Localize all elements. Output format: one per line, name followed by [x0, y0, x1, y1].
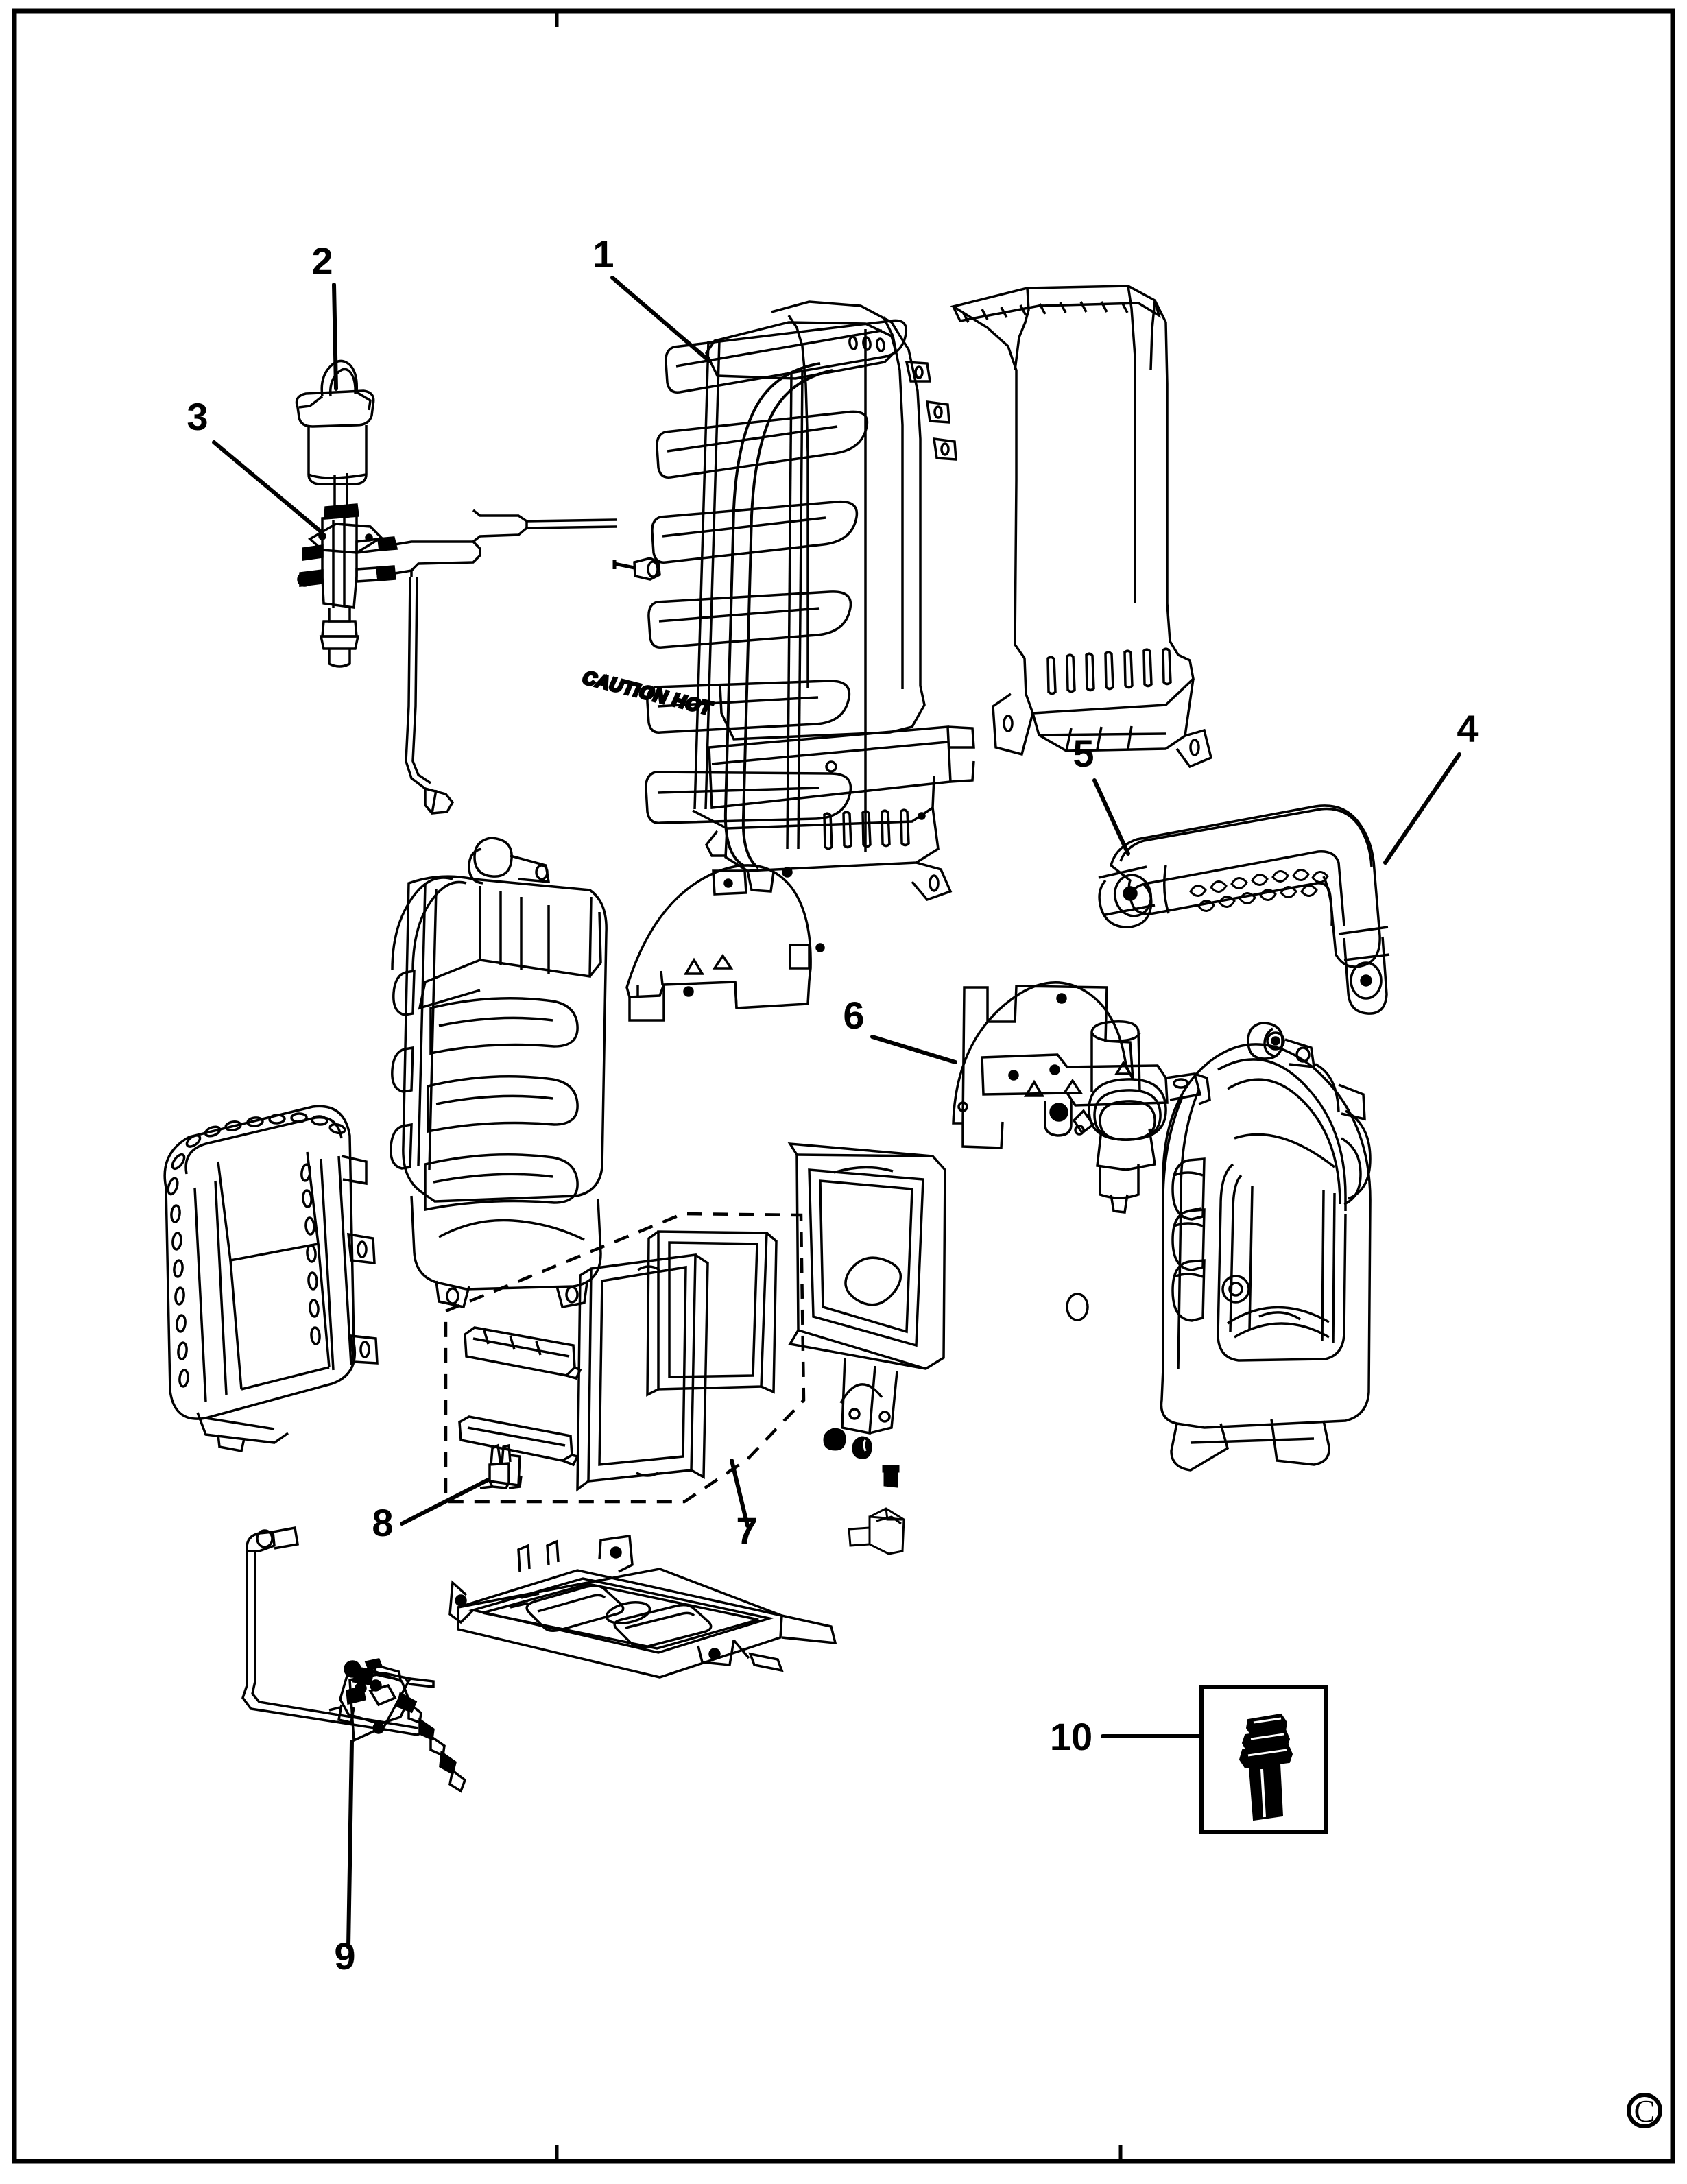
leader-5 — [1092, 778, 1130, 856]
fastener-detail-box — [1199, 1685, 1328, 1834]
leader-6 — [870, 1035, 957, 1064]
leader-1 — [610, 276, 712, 363]
callout-number-8: 8 — [372, 1501, 393, 1544]
callout-number-4: 4 — [1457, 707, 1478, 750]
part-regulator-valve-upper — [297, 473, 618, 815]
rear-panel-vent-slots — [1046, 647, 1172, 695]
leader-7 — [730, 1459, 750, 1528]
cradle-left-perforations — [167, 1153, 189, 1388]
part-tank-cover — [1066, 1022, 1372, 1472]
callout-number-3: 3 — [187, 395, 208, 438]
part-switch-module — [479, 1443, 523, 1489]
guard-inner-arch — [723, 362, 833, 869]
part-airbox-housing — [787, 1142, 946, 1435]
part-filter-kit — [444, 1212, 806, 1504]
part-fuel-cap — [295, 359, 375, 485]
rear-shroud-panel — [950, 285, 1213, 769]
callout-number-5: 5 — [1073, 732, 1094, 775]
callout-number-10: 10 — [1050, 1715, 1092, 1758]
leader-3 — [212, 440, 324, 535]
callout-number-7: 7 — [736, 1509, 757, 1552]
guard-lower-plate — [708, 725, 975, 809]
small-loose-parts — [823, 1428, 905, 1555]
guard-grille-bars — [645, 319, 908, 824]
callout-numbers: 1 2 3 4 5 6 7 8 9 10 — [187, 232, 1478, 1978]
callout-number-9: 9 — [334, 1934, 355, 1978]
callout-number-1: 1 — [593, 232, 614, 276]
leader-9 — [346, 1740, 354, 1949]
leader-4 — [1383, 752, 1461, 865]
part-burner-mount-bracket — [952, 981, 1211, 1214]
callout-number-2: 2 — [311, 239, 333, 283]
copyright-circle — [1627, 2093, 1662, 2128]
guard-front-frame — [704, 300, 957, 741]
leader-8 — [400, 1478, 490, 1526]
part-base-tray — [348, 1535, 837, 1742]
part-carry-handle — [1098, 804, 1390, 1015]
handle-grip-ridges — [1189, 869, 1329, 912]
leader-2 — [332, 283, 338, 391]
fastener-screw-icon — [1239, 1713, 1293, 1821]
guard-vertical-ribs — [693, 329, 867, 852]
callout-number-6: 6 — [843, 994, 864, 1037]
copyright-mark-group: C — [1627, 2093, 1662, 2128]
part-fan-shroud-housing — [390, 837, 608, 1309]
part-regulator-valve-lower — [241, 1526, 467, 1793]
part-perforated-cradle-frame — [163, 1105, 379, 1453]
page-border-frame — [12, 8, 1675, 2164]
part-fastener-screw-box — [1199, 1685, 1328, 1834]
copyright-letter: C — [1634, 2093, 1655, 2128]
cradle-top-perforations — [185, 1112, 346, 1148]
part-baffle-plate — [625, 864, 825, 1022]
filter-kit-dashed-boundary — [444, 1212, 806, 1504]
callout-leaders — [212, 276, 1461, 1949]
guard-pin-connector — [612, 557, 661, 581]
